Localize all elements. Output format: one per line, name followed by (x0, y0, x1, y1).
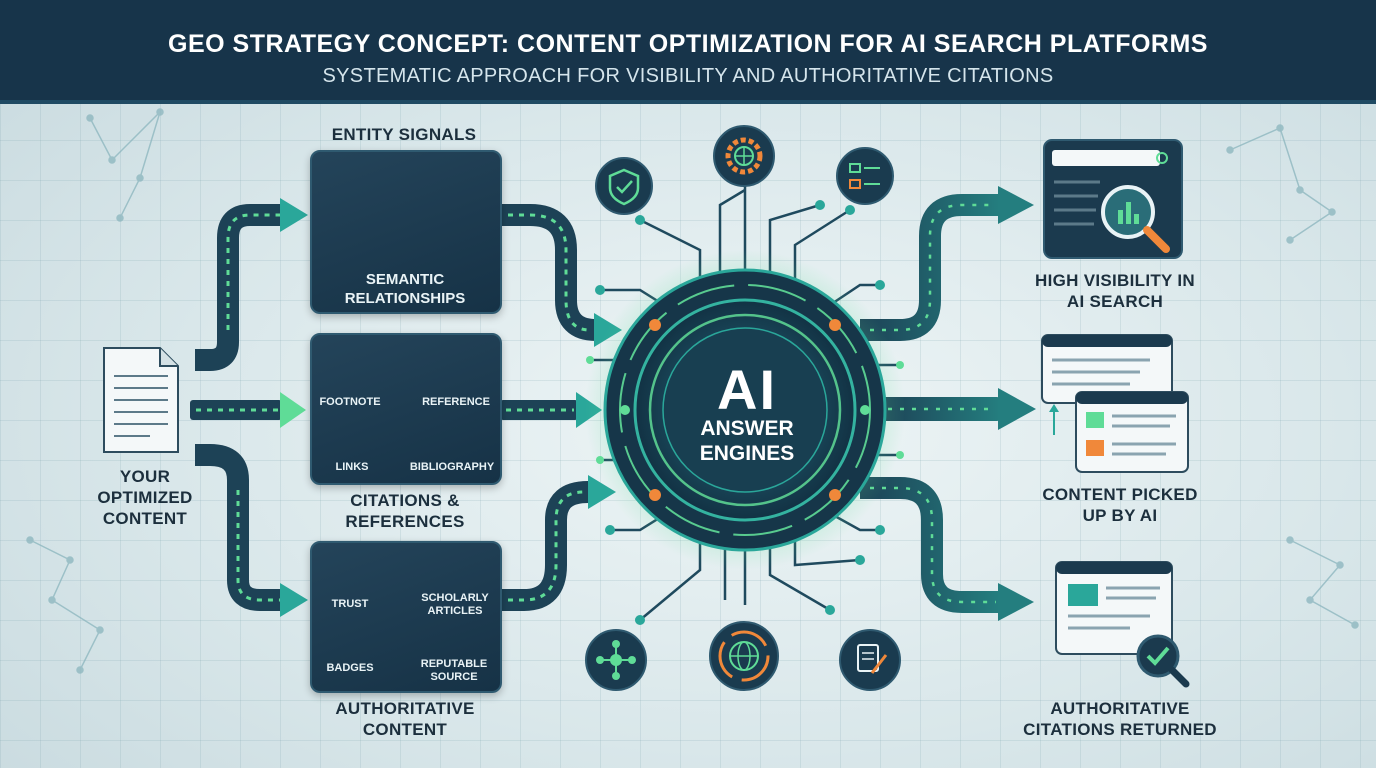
links-label: LINKS (335, 461, 369, 473)
citations-title: CITATIONS & REFERENCES (345, 491, 465, 531)
source-label: YOUR OPTIMIZED CONTENT (97, 467, 193, 528)
search-window-icon (1043, 139, 1183, 259)
document-icon (103, 347, 179, 453)
authority-title: AUTHORITATIVE CONTENT (335, 699, 475, 739)
content-windows-icon (1041, 334, 1189, 473)
authority-card (310, 541, 502, 693)
ai-hub (585, 250, 905, 570)
badges-label: BADGES (326, 662, 374, 674)
page-title: GEO STRATEGY CONCEPT: CONTENT OPTIMIZATI… (168, 30, 1208, 58)
footnote-label: FOOTNOTE (319, 396, 381, 408)
reference-label: REFERENCE (422, 396, 490, 408)
document-edit-icon (839, 629, 901, 691)
citation-window-icon (1055, 561, 1190, 688)
network-nodes-icon (585, 629, 647, 691)
scholarly-articles-label: SCHOLARLY ARTICLES (421, 592, 489, 617)
bibliography-label: BIBLIOGRAPHY (409, 461, 495, 473)
shield-check-icon (595, 157, 653, 215)
hub-circuit-nodes (586, 200, 904, 625)
pickup-label: CONTENT PICKED UP BY AI (1042, 485, 1198, 525)
citations-returned-label: AUTHORITATIVE CITATIONS RETURNED (1023, 699, 1217, 739)
source-to-authority-arrow (195, 444, 308, 617)
visibility-label: HIGH VISIBILITY IN AI SEARCH (1035, 271, 1195, 311)
structured-list-icon (836, 147, 894, 205)
reputable-source-label: REPUTABLE SOURCE (420, 658, 488, 683)
network-decoration-left (26, 108, 164, 674)
page-header: GEO STRATEGY CONCEPT: CONTENT OPTIMIZATI… (0, 0, 1376, 104)
authority-to-hub-arrow (500, 475, 616, 611)
hub-title: AI (717, 358, 777, 421)
hub-to-citations-arrow (860, 477, 1034, 621)
trust-label: TRUST (331, 598, 369, 610)
citations-card (310, 333, 502, 485)
hub-to-visibility-arrow (860, 186, 1034, 341)
entity-to-hub-arrow (500, 204, 622, 347)
globe-icon (709, 621, 779, 691)
semantic-relationships-label: SEMANTIC RELATIONSHIPS (344, 271, 466, 307)
source-to-citations-arrow (190, 392, 306, 428)
network-decoration-right (1226, 124, 1359, 629)
hub-subtitle: ANSWER ENGINES (699, 417, 795, 465)
hub-to-pickup-arrow (880, 388, 1036, 430)
entity-signals-card (310, 150, 502, 314)
globe-gear-icon (713, 125, 775, 187)
source-to-entity-arrow (195, 198, 308, 371)
page-subtitle: SYSTEMATIC APPROACH FOR VISIBILITY AND A… (322, 65, 1054, 87)
entity-signals-title: ENTITY SIGNALS (331, 125, 477, 144)
